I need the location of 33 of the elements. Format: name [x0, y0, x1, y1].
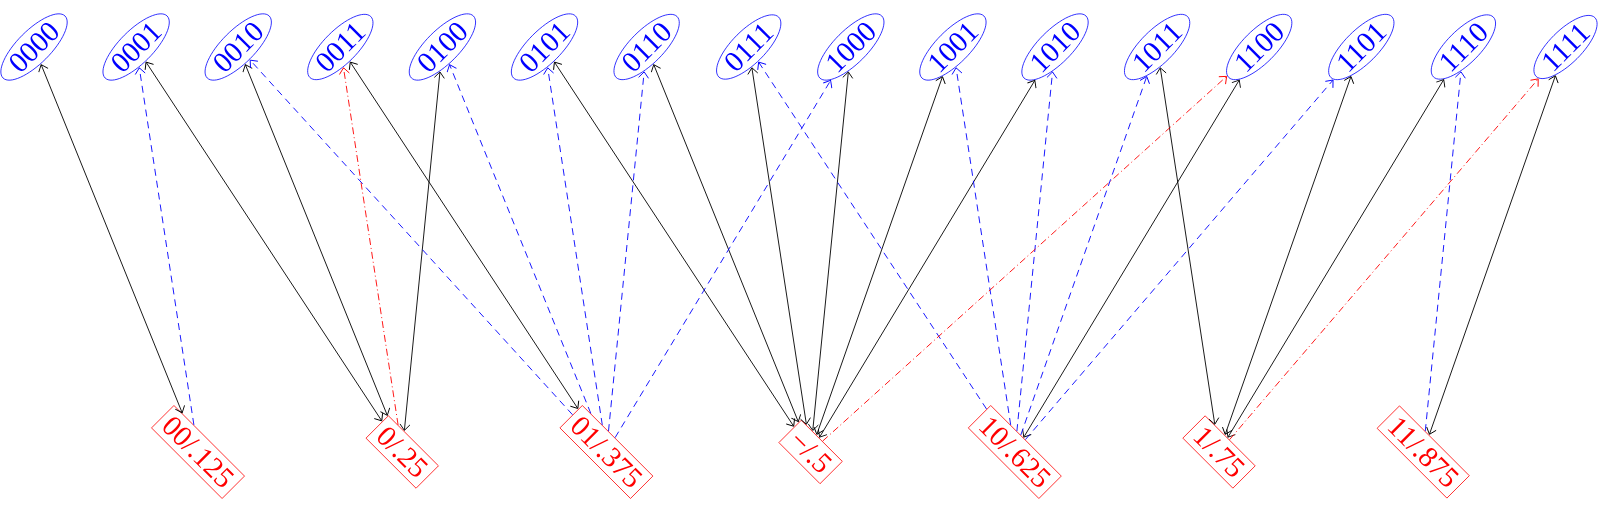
double-arrow — [1426, 75, 1559, 435]
double-arrow — [817, 80, 1037, 438]
arrow — [951, 67, 1012, 426]
double-arrow — [38, 64, 185, 414]
double-arrow — [348, 61, 580, 409]
arrow — [614, 80, 833, 439]
double-arrow — [813, 76, 946, 435]
arrow — [446, 64, 592, 414]
double-arrow — [807, 71, 854, 431]
double-arrow — [650, 64, 802, 423]
arrow — [1016, 71, 1058, 432]
double-arrow — [242, 64, 391, 416]
double-arrow — [1226, 79, 1446, 438]
double-arrow — [1022, 79, 1241, 438]
arrow — [249, 59, 573, 416]
arrow — [608, 71, 649, 432]
arrow — [1424, 71, 1466, 432]
double-arrow — [747, 67, 811, 425]
label-box: −/.5 — [778, 419, 843, 485]
arrow — [1020, 76, 1150, 436]
double-arrow — [1155, 67, 1220, 425]
label-box: 1/.75 — [1182, 415, 1256, 489]
arrow — [1024, 79, 1334, 441]
double-arrow — [144, 61, 384, 422]
double-arrow — [399, 71, 445, 431]
arrow — [822, 75, 1228, 442]
double-arrow — [553, 61, 796, 427]
arrow — [1229, 78, 1539, 441]
arrow — [757, 61, 988, 410]
arrow — [339, 67, 399, 426]
arrow — [543, 67, 603, 426]
double-arrow — [1222, 76, 1355, 435]
arrow — [134, 67, 195, 426]
